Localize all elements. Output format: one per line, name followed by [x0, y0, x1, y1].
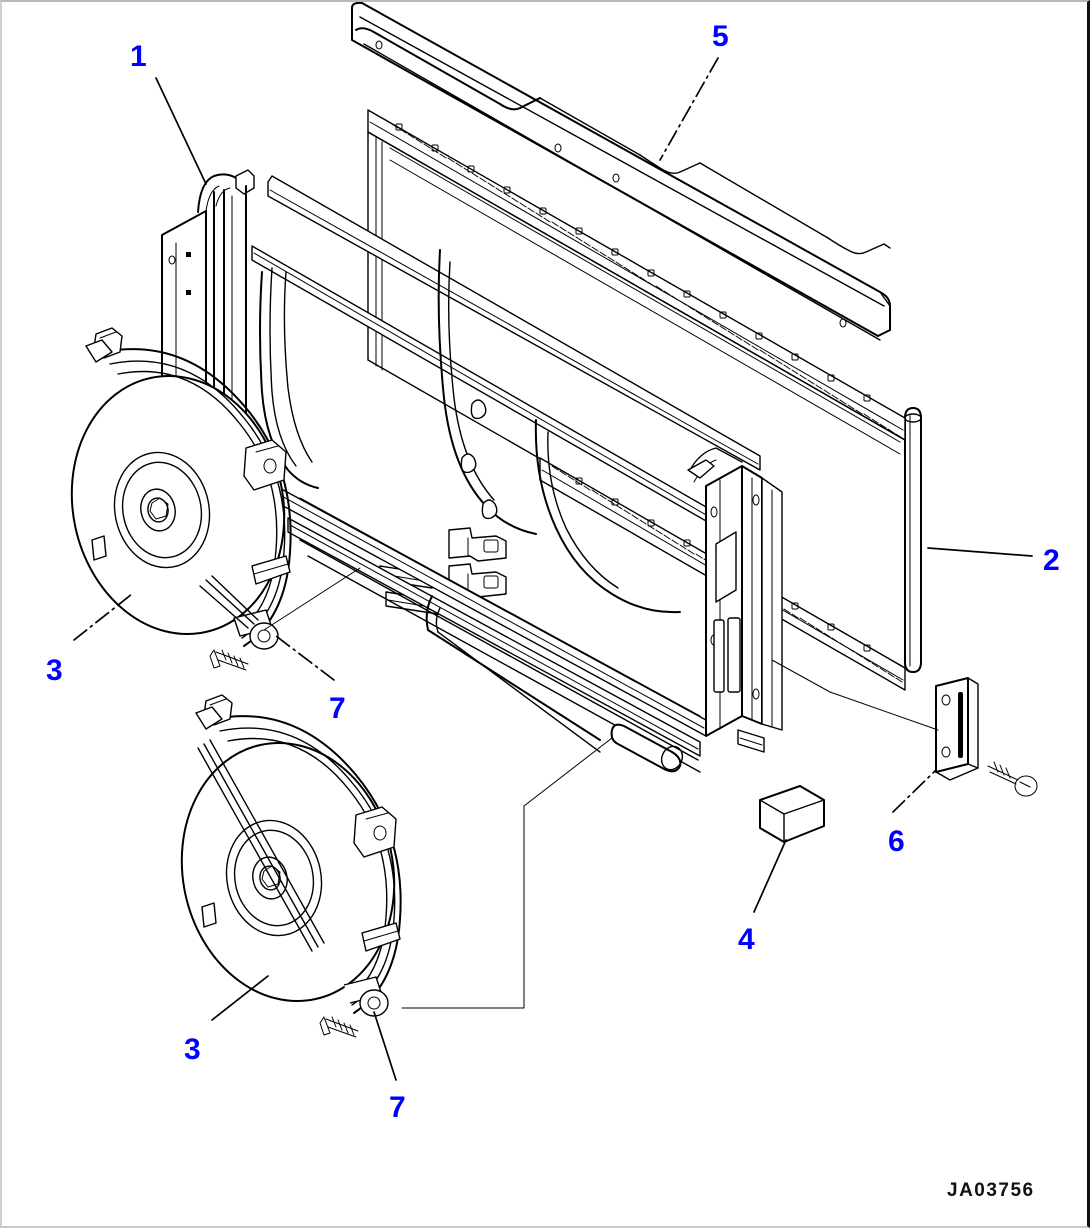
leader-frame-to-plate [771, 659, 939, 731]
part-4-bracket-block [759, 785, 825, 843]
callout-2: 2 [1043, 544, 1060, 577]
part-3-lower-fan-assembly [180, 694, 402, 1038]
leader-7a [275, 635, 335, 681]
leader-3a [73, 593, 133, 641]
leader-lines [73, 57, 1033, 1081]
leader-assembly-link [401, 737, 613, 1009]
callout-7-lower: 7 [389, 1091, 406, 1124]
leader-7b [373, 1011, 397, 1081]
leader-6 [892, 769, 937, 813]
part-7-upper-bolt [209, 649, 249, 671]
shroud-grommets [460, 399, 498, 520]
callout-3-upper: 3 [46, 654, 63, 687]
leader-5 [659, 57, 719, 161]
part-3-upper-fan-assembly [70, 327, 292, 671]
part-7-lower-bolt [319, 1016, 359, 1038]
callout-7-upper: 7 [329, 692, 346, 725]
callout-3-lower: 3 [184, 1033, 201, 1066]
part-1-fan-shroud-frame [161, 169, 783, 773]
callout-5: 5 [712, 20, 729, 53]
part-6-mounting-plate [935, 677, 1038, 797]
leader-1 [155, 77, 207, 185]
leader-shroud-to-fan [263, 567, 361, 631]
leader-2 [927, 547, 1033, 557]
leader-4 [753, 839, 787, 913]
drawing-part-number: JA03756 [947, 1180, 1035, 1201]
callout-1: 1 [130, 40, 147, 73]
mounting-screw-icon [987, 761, 1038, 797]
part-5-upper-guard-bar [351, 1, 891, 341]
callout-6: 6 [888, 825, 905, 858]
callout-4: 4 [738, 923, 755, 956]
leader-3b [211, 975, 269, 1021]
